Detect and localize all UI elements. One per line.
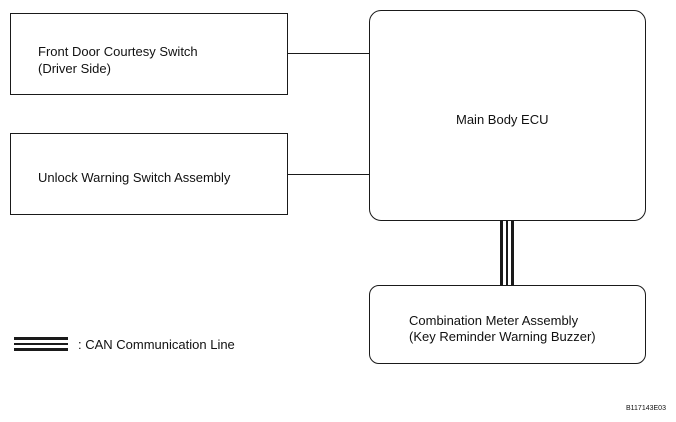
figure-code: B117143E03	[626, 405, 666, 412]
main-body-ecu-box	[369, 10, 646, 221]
front-door-to-ecu-line	[288, 53, 369, 54]
unlock-warning-switch-label: Unlock Warning Switch Assembly	[38, 170, 231, 185]
unlock-switch-to-ecu-line	[288, 174, 369, 175]
combination-meter-label: Combination Meter Assembly	[409, 313, 579, 328]
front-door-courtesy-switch-label: Front Door Courtesy Switch	[38, 44, 198, 59]
legend-can-line-symbol	[14, 337, 68, 351]
front-door-courtesy-switch-sublabel: (Driver Side)	[38, 61, 111, 76]
combination-meter-sublabel: (Key Reminder Warning Buzzer)	[409, 329, 596, 344]
main-body-ecu-label: Main Body ECU	[456, 112, 549, 127]
can-communication-line	[500, 221, 514, 285]
front-door-courtesy-switch-box	[10, 13, 288, 95]
combination-meter-box	[369, 285, 646, 364]
unlock-warning-switch-box	[10, 133, 288, 215]
legend-can-label: : CAN Communication Line	[78, 337, 235, 352]
